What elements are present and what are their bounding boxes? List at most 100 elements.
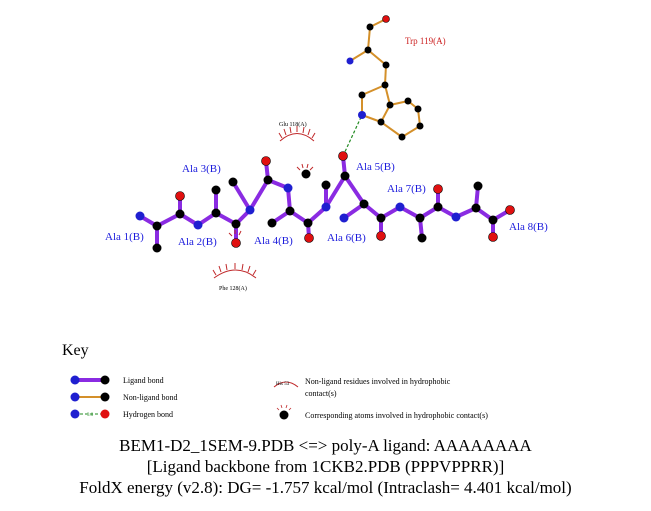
key-hydrophobic-atom: Corresponding atoms involved in hydropho… bbox=[276, 404, 488, 420]
key-nonligand-bond-label: Non-ligand bond bbox=[123, 393, 177, 402]
carbon-atom bbox=[263, 175, 273, 185]
hydrogen-bond bbox=[342, 114, 363, 157]
oxygen-atom bbox=[382, 15, 390, 23]
oxygen-atom bbox=[304, 233, 314, 243]
label-ala6: Ala 6(B) bbox=[327, 232, 366, 244]
carbon-atom bbox=[152, 221, 162, 231]
ligand-bond bbox=[324, 174, 347, 209]
carbon-atom bbox=[358, 91, 366, 99]
nitrogen-atoms bbox=[135, 57, 461, 230]
key-legend: Ligand bond Non-ligand bond 3.0 Hydrogen… bbox=[70, 375, 488, 420]
hydrophobic-contacts bbox=[212, 126, 316, 279]
carbon-atom bbox=[359, 199, 369, 209]
carbon-atom bbox=[231, 219, 241, 229]
caption-line-3: FoldX energy (v2.8): DG= -1.757 kcal/mol… bbox=[79, 478, 572, 497]
carbon-atom bbox=[377, 118, 385, 126]
carbon-atom bbox=[267, 218, 277, 228]
carbon-atom bbox=[433, 202, 443, 212]
carbon-atom bbox=[382, 61, 390, 69]
label-ala3: Ala 3(B) bbox=[182, 163, 221, 175]
carbon-atom bbox=[488, 215, 498, 225]
nitrogen-atom bbox=[321, 202, 331, 212]
carbon-atom bbox=[376, 213, 386, 223]
carbon-atom bbox=[471, 203, 481, 213]
key-nonligand-bond: Non-ligand bond bbox=[70, 392, 177, 402]
carbon-atom bbox=[228, 177, 238, 187]
nonligand-bond bbox=[361, 84, 386, 96]
key-nonligand-residues-label-2: contact(s) bbox=[305, 389, 337, 398]
carbon-atom bbox=[415, 213, 425, 223]
phe-hydrophobic-arc bbox=[212, 263, 257, 279]
nitrogen-atom bbox=[358, 111, 366, 119]
caption-line-2: [Ligand backbone from 1CKB2.PDB (PPPVPPR… bbox=[146, 457, 505, 476]
oxygen-atom bbox=[338, 151, 348, 161]
carbon-atom bbox=[211, 185, 221, 195]
label-ala7: Ala 7(B) bbox=[387, 183, 426, 195]
carbon-atoms bbox=[152, 23, 498, 253]
carbon-atom bbox=[417, 233, 427, 243]
oxygen-atom bbox=[175, 191, 185, 201]
key-hbond-distance: 3.0 bbox=[87, 413, 94, 418]
label-ala4: Ala 4(B) bbox=[254, 235, 293, 247]
oxygen-atom bbox=[505, 205, 515, 215]
nitrogen-atom bbox=[193, 220, 203, 230]
label-phe128: Phe 128(A) bbox=[219, 285, 247, 292]
carbon-atom bbox=[398, 133, 406, 141]
nitrogen-atom bbox=[283, 183, 293, 193]
carbon-atom bbox=[381, 81, 389, 89]
glu-hydrophobic-arc bbox=[278, 126, 316, 142]
carbon-atom bbox=[364, 46, 372, 54]
oxygen-atom bbox=[433, 184, 443, 194]
key-title: Key bbox=[62, 342, 89, 359]
carbon-atom bbox=[416, 122, 424, 130]
nitrogen-atom bbox=[451, 212, 461, 222]
label-ala8: Ala 8(B) bbox=[509, 221, 548, 233]
oxygen-atom bbox=[231, 238, 241, 248]
carbon-atom bbox=[285, 206, 295, 216]
nonligand-bond bbox=[401, 125, 421, 138]
carbon-atom bbox=[340, 171, 350, 181]
carbon-atom bbox=[211, 208, 221, 218]
label-trp119: Trp 119(A) bbox=[405, 36, 446, 46]
oxygen-atom bbox=[261, 156, 271, 166]
carbon-atom bbox=[414, 105, 422, 113]
residue-labels: Ala 1(B) Ala 2(B) Ala 3(B) Ala 4(B) Ala … bbox=[105, 36, 548, 292]
ligand-bond bbox=[231, 180, 252, 212]
nonligand-bond bbox=[349, 49, 369, 62]
label-ala1: Ala 1(B) bbox=[105, 231, 144, 243]
carbon-atom bbox=[321, 180, 331, 190]
key-hydrogen-bond: 3.0 Hydrogen bond bbox=[70, 409, 173, 419]
key-hydrophobic-residue: His 53 Non-ligand residues involved in h… bbox=[273, 377, 451, 398]
caption-line-1: BEM1-D2_1SEM-9.PDB <=> poly-A ligand: AA… bbox=[119, 436, 532, 455]
carbon-atom bbox=[386, 101, 394, 109]
carbon-atom bbox=[366, 23, 374, 31]
ligand-bond bbox=[248, 178, 270, 212]
label-ala5: Ala 5(B) bbox=[356, 161, 395, 173]
label-glu118: Glu 118(A) bbox=[279, 121, 307, 128]
atoms bbox=[135, 15, 515, 253]
atom-contact-ticks bbox=[228, 163, 314, 237]
key-his-example: His 53 bbox=[276, 382, 290, 387]
nonligand-bond bbox=[367, 49, 387, 66]
key-corresponding-atoms-label: Corresponding atoms involved in hydropho… bbox=[305, 411, 488, 420]
carbon-atom bbox=[473, 181, 483, 191]
oxygen-atoms bbox=[175, 15, 515, 248]
nitrogen-atom bbox=[245, 205, 255, 215]
carbon-atom bbox=[175, 209, 185, 219]
nonligand-bond bbox=[367, 26, 371, 51]
label-ala2: Ala 2(B) bbox=[178, 236, 217, 248]
key-nonligand-residues-label: Non-ligand residues involved in hydropho… bbox=[305, 377, 451, 386]
oxygen-atom bbox=[488, 232, 498, 242]
nitrogen-atom bbox=[395, 202, 405, 212]
key-ligand-bond: Ligand bond bbox=[70, 375, 164, 385]
nitrogen-atom bbox=[339, 213, 349, 223]
carbon-atom bbox=[301, 169, 311, 179]
oxygen-atom bbox=[376, 231, 386, 241]
nitrogen-atom bbox=[346, 57, 354, 65]
ligand-bond bbox=[343, 174, 366, 206]
nonligand-bond bbox=[380, 121, 403, 138]
carbon-atom bbox=[303, 218, 313, 228]
nitrogen-atom bbox=[135, 211, 145, 221]
carbon-atom bbox=[404, 97, 412, 105]
